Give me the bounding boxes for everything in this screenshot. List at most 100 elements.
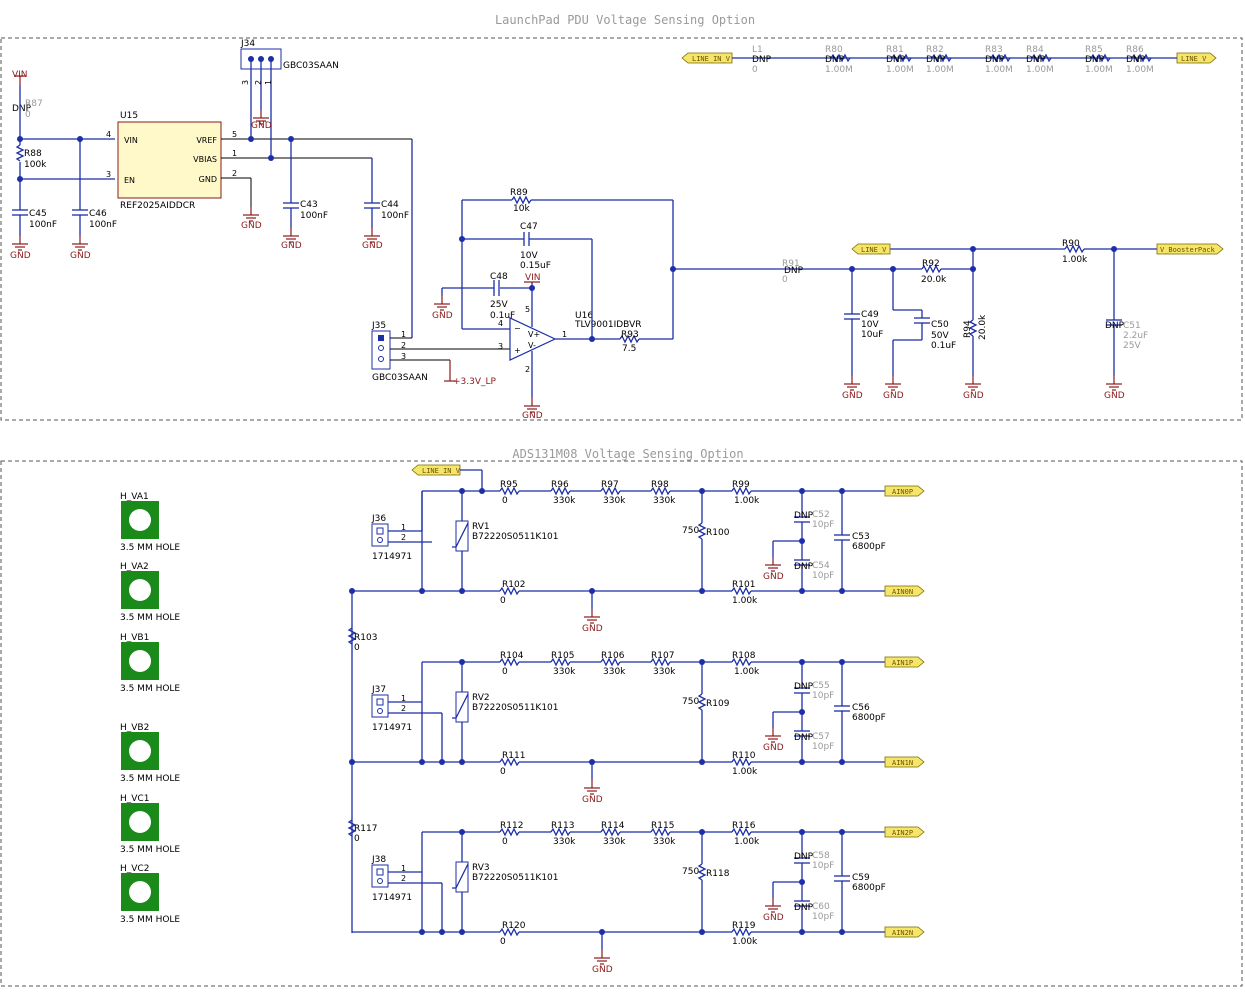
series-res-value: 330k xyxy=(653,837,676,847)
r93-resistor xyxy=(619,334,640,344)
series-res-ref: R95 xyxy=(500,480,518,490)
p33-label: +3.3V_LP xyxy=(453,377,497,387)
hole-ref: H_VA1 xyxy=(120,492,149,502)
j38-part: 1714971 xyxy=(372,893,412,903)
c49-ref: C49 xyxy=(861,310,879,320)
j35-pin1: 1 xyxy=(401,330,406,339)
gnd-label-channel: GND xyxy=(582,624,603,634)
hole-label: 3.5 MM HOLE xyxy=(120,845,180,855)
r90-ref: R90 xyxy=(1062,239,1080,249)
port-label-n: AIN2N xyxy=(892,929,913,937)
port-ain0p: AIN0P xyxy=(884,485,925,497)
gnd-label-channel: GND xyxy=(582,795,603,805)
gnd-label-cap: GND xyxy=(763,572,784,582)
svg-text:LINE_IN_V: LINE_IN_V xyxy=(692,55,731,63)
j38-ref: J38 xyxy=(371,855,386,865)
dnp-chain-ref: R85 xyxy=(1085,45,1103,55)
port-v-boosterpack: V_BoosterPack xyxy=(1156,243,1224,255)
c50-ref: C50 xyxy=(931,320,949,330)
u16-pinno-out: 1 xyxy=(562,330,567,339)
r93-value: 7.5 xyxy=(622,344,636,354)
r92-ref: R92 xyxy=(922,259,940,269)
gnd-label-j34: GND xyxy=(251,121,272,131)
j36-pin1: 1 xyxy=(401,523,406,532)
j34-ref: J34 xyxy=(240,39,255,49)
c47-ref: C47 xyxy=(520,222,538,232)
cap-p-dnp: DNP xyxy=(794,852,814,862)
u15-pinno-vref: 5 xyxy=(232,130,237,139)
gnd-label-channel: GND xyxy=(592,965,613,975)
svg-text:V_BoosterPack: V_BoosterPack xyxy=(1160,246,1216,254)
gnd-label-u16: GND xyxy=(522,411,543,421)
u16-pinno-vn: 2 xyxy=(525,365,530,374)
series-res-ref: R104 xyxy=(500,651,524,661)
dnp-chain-ref: R82 xyxy=(926,45,944,55)
port-ain1n: AIN1N xyxy=(884,756,925,768)
bottom-res2-value: 1.00k xyxy=(732,767,758,777)
bottom-res-ref: R102 xyxy=(502,580,525,590)
cap-p-ref: C52 xyxy=(812,510,830,520)
cap-p-value: 10pF xyxy=(812,520,834,530)
r87-value: 0 xyxy=(25,110,31,120)
cap-p-dnp: DNP xyxy=(794,682,814,692)
u16-sign-neg: − xyxy=(514,324,521,333)
port-ain2p: AIN2P xyxy=(884,826,925,838)
gnd-label-c46: GND xyxy=(70,251,91,261)
hole-ref: H_VC1 xyxy=(120,794,149,804)
cap-n-value: 10pF xyxy=(812,571,834,581)
hole-ref: H_VB2 xyxy=(120,723,149,733)
gnd-label-c48: GND xyxy=(432,311,453,321)
c49-voltage: 10V xyxy=(861,320,879,330)
r92-resistor xyxy=(921,264,942,274)
j36-part: 1714971 xyxy=(372,552,412,562)
cap-p-value: 10pF xyxy=(812,691,834,701)
hole-ref: H_VC2 xyxy=(120,864,149,874)
r91-ref: R91 xyxy=(782,259,800,269)
port-label-n: AIN1N xyxy=(892,759,913,767)
dnp-chain-dnp: DNP xyxy=(825,55,845,65)
series-res-value: 0 xyxy=(502,837,508,847)
j35-pin3: 3 xyxy=(401,352,406,361)
dnp-chain-dnp: DNP xyxy=(1126,55,1146,65)
bottom-res-ref: R111 xyxy=(502,751,525,761)
j37-pin2: 2 xyxy=(401,704,406,713)
u15-pinno-gnd: 2 xyxy=(232,169,237,178)
gnd-label-c49: GND xyxy=(842,391,863,401)
series-res-ref: R112 xyxy=(500,821,523,831)
bottom-res2-ref: R119 xyxy=(732,921,756,931)
u15-pinno-en: 3 xyxy=(106,170,111,179)
j37-part: 1714971 xyxy=(372,723,412,733)
r90-resistor xyxy=(1064,244,1085,254)
series-res-ref: R108 xyxy=(732,651,756,661)
cap-diff-ref: C59 xyxy=(852,873,870,883)
r89-value: 10k xyxy=(513,204,530,214)
hole-label: 3.5 MM HOLE xyxy=(120,684,180,694)
series-res-value: 330k xyxy=(653,496,676,506)
bottom-section-title: ADS131M08 Voltage Sensing Option xyxy=(512,447,743,461)
cap-n-value: 10pF xyxy=(812,912,834,922)
cap-n-ref: C54 xyxy=(812,561,830,571)
gnd-label-c50: GND xyxy=(883,391,904,401)
vin-label-u16: VIN xyxy=(525,273,541,283)
channel-0: J36171497112R950R96330kR97330kR98330kR99… xyxy=(349,480,925,634)
u15-ref: U15 xyxy=(120,111,138,121)
series-res-value: 0 xyxy=(502,496,508,506)
c43-ref: C43 xyxy=(300,200,318,210)
port-label-p: AIN0P xyxy=(892,488,913,496)
dnp-chain-dnp: DNP xyxy=(985,55,1005,65)
j37-ref: J37 xyxy=(371,685,386,695)
cap-diff-value: 6800pF xyxy=(852,542,886,552)
port-line-v-chain: LINE_V xyxy=(1176,52,1217,64)
shunt-value: 750 xyxy=(682,526,699,536)
u15-pin-vin: VIN xyxy=(124,136,138,145)
port-label-n: AIN0N xyxy=(892,588,913,596)
r94-resistor xyxy=(968,319,978,337)
dnp-chain-ref: R83 xyxy=(985,45,1003,55)
dnp-chain-value: 0 xyxy=(752,65,758,75)
c44-ref: C44 xyxy=(381,200,399,210)
